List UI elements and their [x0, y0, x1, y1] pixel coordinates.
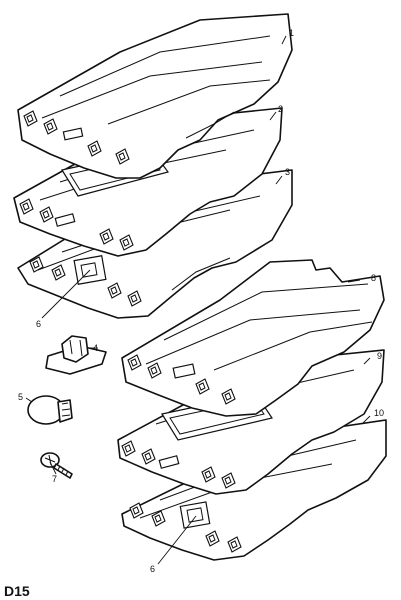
- callout-6-right: 6: [150, 564, 155, 574]
- clip-bracket-part-4: [45, 335, 107, 375]
- callout-5: 5: [18, 392, 23, 402]
- callout-leader-lines: [25, 35, 371, 565]
- callout-1: 1: [289, 28, 294, 38]
- callout-7: 7: [52, 474, 57, 484]
- push-clip-part-5: [27, 395, 73, 425]
- callout-6-left: 6: [36, 319, 41, 329]
- callout-8: 8: [371, 273, 376, 283]
- callout-10: 10: [374, 408, 384, 418]
- callout-4: 4: [93, 343, 98, 353]
- callout-3: 3: [285, 167, 290, 177]
- callout-2: 2: [278, 104, 283, 114]
- figure-code: D15: [4, 583, 30, 599]
- headliner-panel-1: [17, 13, 293, 179]
- callout-9: 9: [377, 351, 382, 361]
- headliner-panel-8: [121, 259, 385, 417]
